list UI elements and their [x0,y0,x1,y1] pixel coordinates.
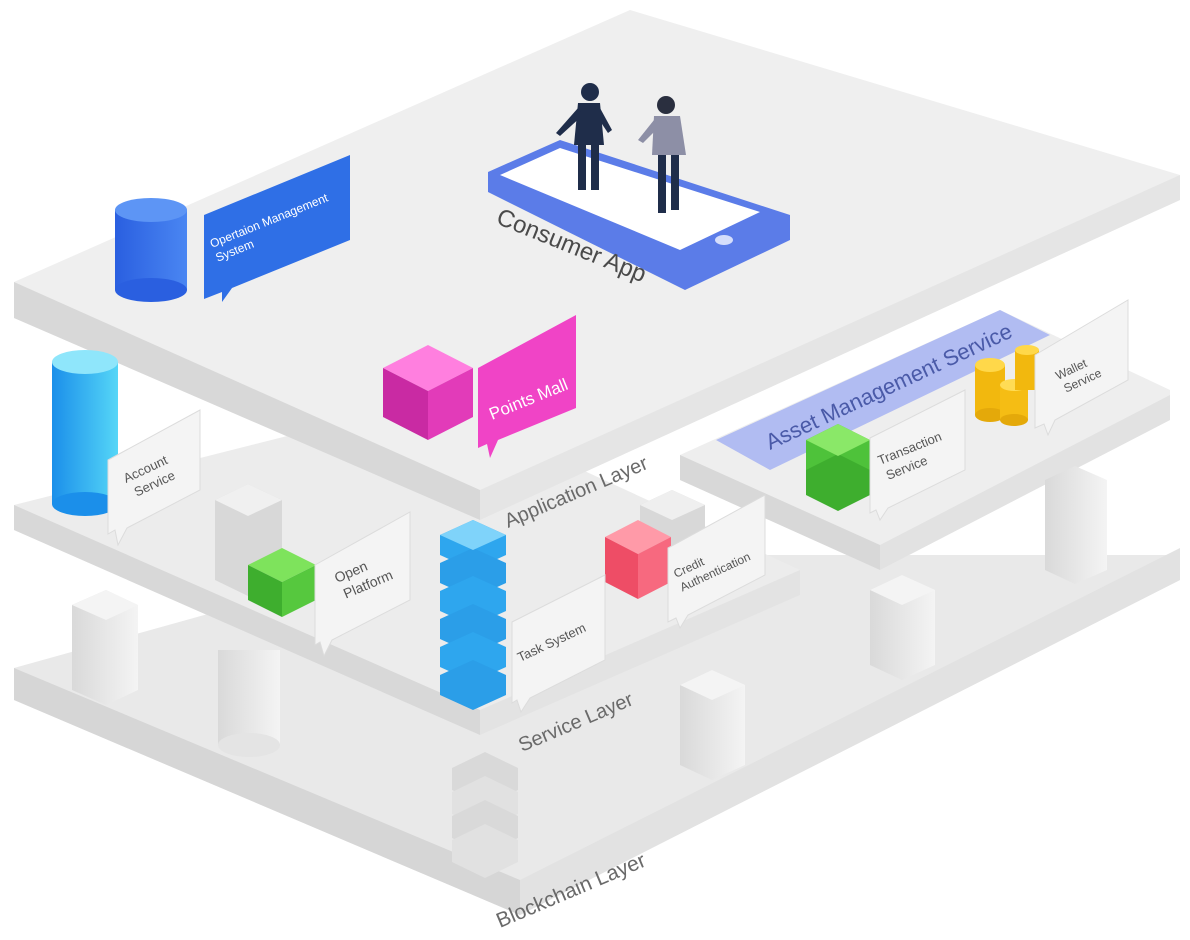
operation-callout: Opertaion Management System [204,155,350,302]
cube-icon [806,424,870,511]
database-icon [115,198,187,302]
cube-icon [605,520,671,599]
account-callout: Account Service [107,409,201,547]
database-icon [52,350,118,516]
application-layer: Application Layer [14,10,1180,533]
open-platform-callout: Open Platform [314,511,411,658]
person-icon [556,83,612,190]
cube-icon [248,548,316,617]
person-icon [638,96,686,213]
service-objects [215,345,1039,710]
gray-stack [452,752,518,878]
wallet-callout: Wallet Service [1034,299,1129,437]
phone-icon [488,140,790,290]
points-mall-callout: Points Mall [478,315,576,458]
task-system-callout: Task System [511,574,606,714]
task-stack [440,520,506,710]
transaction-callout: Transaction Service [869,389,966,522]
cube-icon [383,345,473,440]
lower-pillars [72,575,935,878]
credit-callout: Credit Authentication [667,494,766,630]
